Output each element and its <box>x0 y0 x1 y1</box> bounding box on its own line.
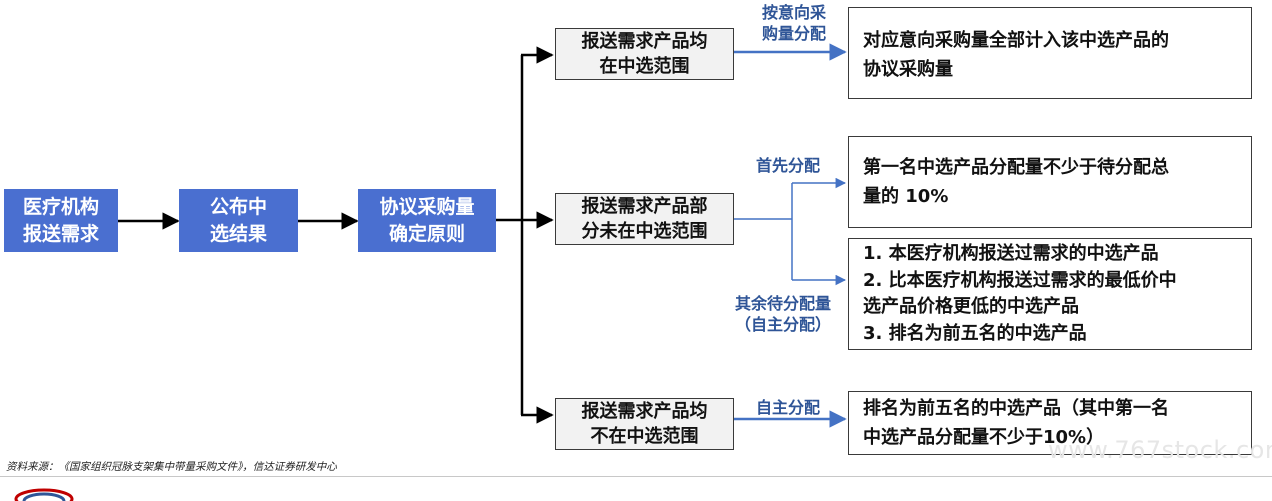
label-remaining-line2: （自主分配） <box>734 315 831 334</box>
outcome-first: 第一名中选产品分配量不少于待分配总 量的 10% <box>848 136 1252 228</box>
outcome-none-line1: 排名为前五名的中选产品（其中第一名 <box>863 398 1169 419</box>
node-branch-partial: 报送需求产品部分未在中选范围 <box>555 193 734 245</box>
node-principle-line1: 协议采购量 <box>379 195 475 218</box>
label-by-intent-line1: 按意向采 <box>761 3 826 22</box>
outcome-remaining-line4: 3. 排名为前五名的中选产品 <box>863 322 1087 344</box>
outcome-all-in: 对应意向采购量全部计入该中选产品的 协议采购量 <box>848 7 1252 99</box>
node-branch-all-in-line2: 在中选范围 <box>599 56 690 77</box>
node-publish-result-line2: 选结果 <box>209 222 267 245</box>
watermark: www.767stock.com <box>1048 436 1272 464</box>
company-logo-icon <box>14 488 74 501</box>
outcome-first-line2: 量的 10% <box>863 186 949 207</box>
node-medical-demand-line1: 医疗机构 <box>22 195 99 218</box>
node-publish-result-line1: 公布中 <box>209 195 267 218</box>
outcome-all-in-line2: 协议采购量 <box>863 59 953 80</box>
node-principle-line2: 确定原则 <box>388 222 465 245</box>
node-branch-partial-line1: 报送需求产品部 <box>581 196 708 217</box>
node-branch-partial-line2: 分未在中选范围 <box>581 221 708 242</box>
label-remaining-line1: 其余待分配量 <box>734 294 831 313</box>
outcome-remaining-line2: 2. 比本医疗机构报送过需求的最低价中 <box>863 269 1177 291</box>
node-publish-result: 公布中选结果 <box>179 189 298 252</box>
label-by-intent: 按意向采 购量分配 <box>754 2 834 44</box>
outcome-none-line2: 中选产品分配量不少于10%） <box>863 427 1105 448</box>
node-branch-all-in: 报送需求产品均在中选范围 <box>555 28 734 80</box>
node-principle: 协议采购量确定原则 <box>358 189 496 252</box>
outcome-remaining-line3: 选产品价格更低的中选产品 <box>863 296 1079 317</box>
node-medical-demand: 医疗机构报送需求 <box>4 189 118 252</box>
source-note: 资料来源：《国家组织冠脉支架集中带量采购文件》，信达证券研发中心 <box>6 461 337 473</box>
outcome-all-in-line1: 对应意向采购量全部计入该中选产品的 <box>863 30 1169 51</box>
label-self-alloc: 自主分配 <box>755 398 820 417</box>
node-branch-all-in-line1: 报送需求产品均 <box>581 31 708 52</box>
outcome-first-line1: 第一名中选产品分配量不少于待分配总 <box>863 157 1169 178</box>
node-branch-none-line1: 报送需求产品均 <box>581 401 708 422</box>
outcome-remaining: 1. 本医疗机构报送过需求的中选产品 2. 比本医疗机构报送过需求的最低价中 选… <box>848 238 1252 350</box>
label-by-intent-line2: 购量分配 <box>761 24 826 43</box>
node-medical-demand-line2: 报送需求 <box>22 222 99 245</box>
label-first-alloc: 首先分配 <box>755 156 820 175</box>
node-branch-none: 报送需求产品均不在中选范围 <box>555 398 734 450</box>
label-remaining: 其余待分配量 （自主分配） <box>724 293 842 335</box>
outcome-none: 排名为前五名的中选产品（其中第一名 中选产品分配量不少于10%） <box>848 391 1252 455</box>
footer-divider <box>0 476 1272 477</box>
outcome-remaining-line1: 1. 本医疗机构报送过需求的中选产品 <box>863 243 1159 264</box>
node-branch-none-line2: 不在中选范围 <box>590 426 699 447</box>
